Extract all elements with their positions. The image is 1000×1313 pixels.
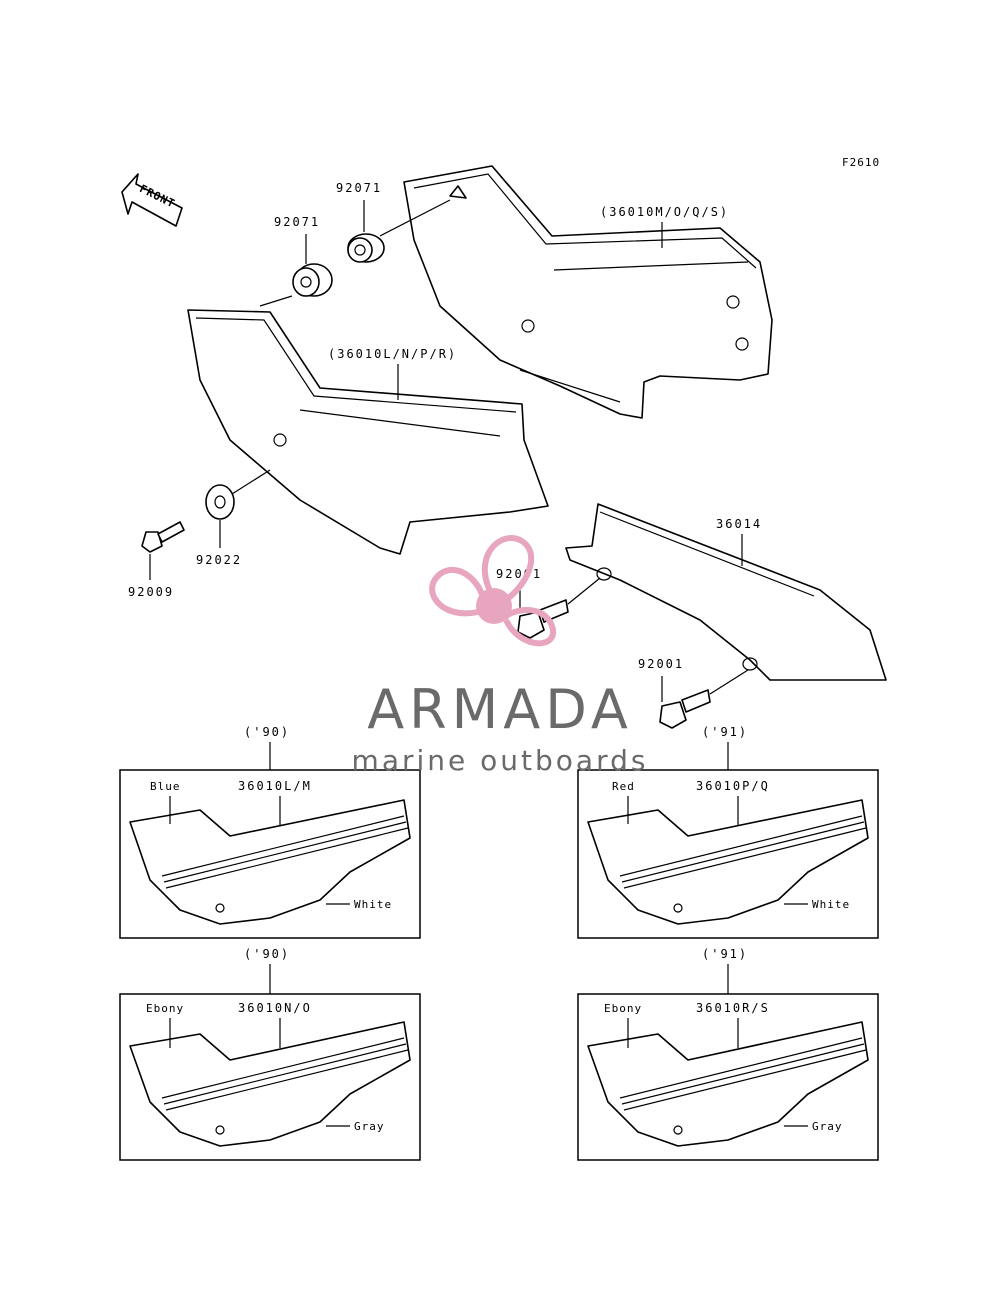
grommet-top-label: 92071 <box>336 181 382 195</box>
variant-year: ('91) <box>702 725 748 739</box>
cover-left-label: (36010L/N/P/R) <box>328 347 457 361</box>
bolt-right <box>659 689 711 729</box>
variant-part: 36010N/O <box>238 1001 312 1015</box>
propeller-icon <box>429 535 556 647</box>
bolt-right-label: 92001 <box>638 657 684 671</box>
variant-color-stripe: White <box>812 898 850 911</box>
variant-color-main: Ebony <box>604 1002 642 1015</box>
bolt-left-label: 92009 <box>128 585 174 599</box>
washer <box>205 484 235 520</box>
grommet-left <box>292 263 333 297</box>
variant-box-2: ('91) Red 36010P/Q White <box>577 725 879 939</box>
variant-color-main: Ebony <box>146 1002 184 1015</box>
cover-right-label: (36010M/O/Q/S) <box>600 205 729 219</box>
side-cover-right <box>403 165 773 419</box>
variant-color-main: Blue <box>150 780 181 793</box>
washer-label: 92022 <box>196 553 242 567</box>
watermark-tagline: marine outboards <box>352 744 649 777</box>
variant-color-stripe: Gray <box>812 1120 843 1133</box>
variant-year: ('91) <box>702 947 748 961</box>
chain-cover <box>565 503 887 681</box>
chain-cover-label: 36014 <box>716 517 762 531</box>
variant-part: 36010R/S <box>696 1001 770 1015</box>
diagram-code: F2610 <box>842 156 880 169</box>
side-cover-left <box>187 309 549 555</box>
watermark-brand: ARMADA <box>367 678 633 741</box>
grommet-top <box>347 233 385 263</box>
variant-box-1: ('90) Blue 36010L/M White <box>119 725 421 939</box>
variant-part: 36010L/M <box>238 779 312 793</box>
variant-year: ('90) <box>244 947 290 961</box>
watermark: ARMADA marine outboards <box>352 535 649 777</box>
front-arrow-icon: FRONT <box>121 173 183 227</box>
bolt-mid-label: 92001 <box>496 567 542 581</box>
bolt-mid <box>517 599 569 639</box>
variant-part: 36010P/Q <box>696 779 770 793</box>
variant-year: ('90) <box>244 725 290 739</box>
bolt-left <box>141 521 185 553</box>
variant-color-stripe: White <box>354 898 392 911</box>
grommet-left-label: 92071 <box>274 215 320 229</box>
variant-box-4: ('91) Ebony 36010R/S Gray <box>577 947 879 1161</box>
variant-color-main: Red <box>612 780 635 793</box>
variant-color-stripe: Gray <box>354 1120 385 1133</box>
variant-box-3: ('90) Ebony 36010N/O Gray <box>119 947 421 1161</box>
